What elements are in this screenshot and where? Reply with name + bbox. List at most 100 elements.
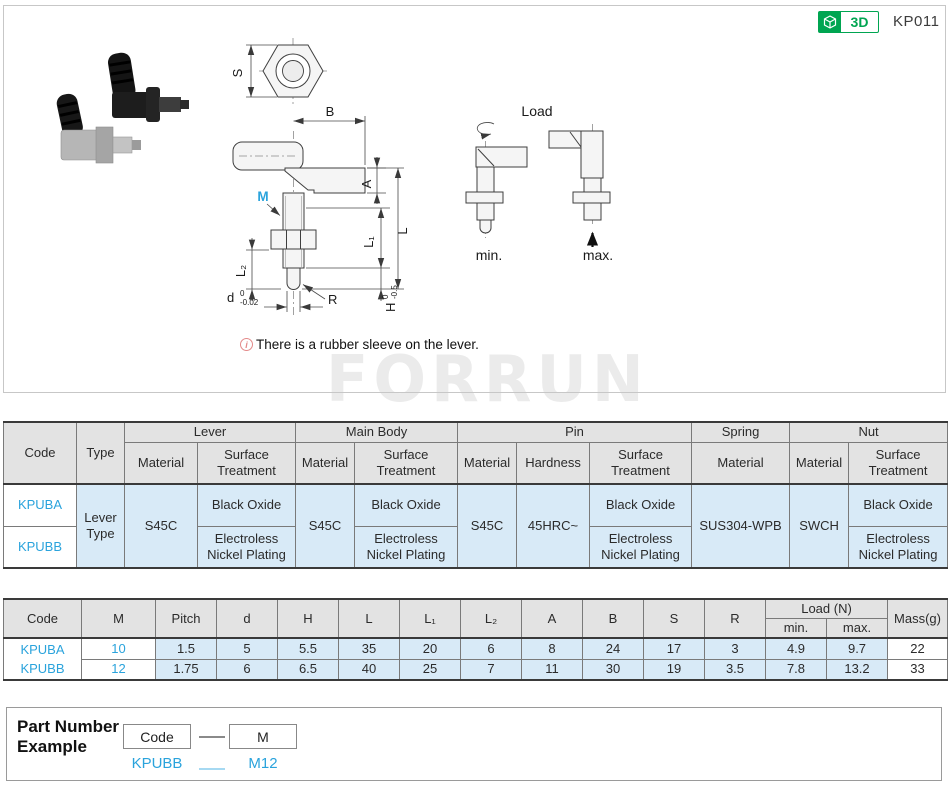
dim-d-1: 5 xyxy=(216,637,278,660)
dim-l-2: 40 xyxy=(338,658,400,681)
side-view: B A L L₁ H 0 -0.5 L₂ M xyxy=(227,104,410,316)
page-part-code: KP011 xyxy=(893,13,940,30)
dim-header-load-min: min. xyxy=(765,617,827,639)
dim-label-b: B xyxy=(326,104,335,119)
dim-m-12: 12 xyxy=(81,658,156,681)
dim-header-l: L xyxy=(338,598,400,639)
dim-mass-1: 22 xyxy=(887,637,949,660)
part-number-code-box: Code xyxy=(123,724,191,749)
dim-code-cell: KPUBA KPUBB xyxy=(3,637,82,681)
dim-l2-1: 6 xyxy=(460,637,522,660)
view-3d-badge[interactable]: 3D xyxy=(818,11,879,33)
dim-a-1: 8 xyxy=(521,637,583,660)
dim-row-1: KPUBA KPUBB 10 1.5 5 5.5 35 20 6 8 24 17… xyxy=(3,637,949,681)
dim-header-pitch: Pitch xyxy=(155,598,217,639)
spec-group-lever: Lever xyxy=(124,421,296,443)
dim-header-load: Load (N) xyxy=(764,598,889,619)
spec-pin-material: S45C xyxy=(457,483,518,569)
dim-header-l2: L₂ xyxy=(460,598,522,639)
dim-header-r: R xyxy=(704,598,766,639)
dim-header-mass: Mass(g) xyxy=(887,598,949,639)
spec-row-kpubb: KPUBB Electroless Nickel Plating Electro… xyxy=(3,525,949,569)
part-number-example-title: Part Number Example xyxy=(17,717,120,756)
dim-header-l1: L₁ xyxy=(399,598,461,639)
dim-label-s: S xyxy=(230,68,245,77)
spec-subheader-nut-surface: Surface Treatment xyxy=(848,441,949,485)
dim-r-1: 3 xyxy=(704,637,766,660)
dim-h-2: 6.5 xyxy=(277,658,339,681)
dim-pitch-2: 1.75 xyxy=(155,658,217,681)
dash-line-blue xyxy=(199,768,225,770)
spec-subheader-nut-material: Material xyxy=(789,441,850,485)
dim-b-2: 30 xyxy=(582,658,644,681)
spec-group-nut: Nut xyxy=(789,421,949,443)
dim-r-2: 3.5 xyxy=(704,658,766,681)
note: i There is a rubber sleeve on the lever. xyxy=(240,337,479,352)
product-photo-black-plunger xyxy=(107,52,189,122)
badge-3d-label: 3D xyxy=(850,14,869,30)
product-photo-steel-plunger xyxy=(56,93,141,164)
dim-mass-2: 33 xyxy=(887,658,949,681)
part-number-example-section: Part Number Example Code M KPUBB M12 xyxy=(6,707,942,781)
spec-subheader-pin-material: Material xyxy=(457,441,518,485)
spec-subheader-spring-material: Material xyxy=(691,441,791,485)
dim-header-load-max: max. xyxy=(825,617,889,639)
dim-l1-1: 20 xyxy=(399,637,461,660)
dim-header-a: A xyxy=(521,598,583,639)
dim-d-2: 6 xyxy=(216,658,278,681)
load-diagram: Load min. max. xyxy=(465,103,613,263)
dim-b-1: 24 xyxy=(582,637,644,660)
spec-subheader-pin-hardness: Hardness xyxy=(516,441,591,485)
dim-load-min-1: 4.9 xyxy=(765,637,827,660)
spec-lever-material: S45C xyxy=(124,483,198,569)
dim-tol-h-lower: -0.5 xyxy=(390,285,399,299)
dim-s-2: 19 xyxy=(643,658,705,681)
dim-header-m: M xyxy=(81,598,156,639)
dim-m-10: 10 xyxy=(81,637,156,660)
info-icon: i xyxy=(240,338,253,351)
dim-code-kpubb: KPUBB xyxy=(20,661,65,676)
dim-tol-d-lower: -0.02 xyxy=(240,298,259,307)
dim-label-d: d xyxy=(227,290,234,305)
spec-subheader-pin-surface: Surface Treatment xyxy=(589,441,693,485)
dim-header-code: Code xyxy=(3,598,82,639)
load-min-figure: min. xyxy=(465,122,528,263)
spec-nut-surface-b: Electroless Nickel Plating xyxy=(848,525,949,569)
dim-a-2: 11 xyxy=(521,658,583,681)
dim-label-h: H xyxy=(383,303,398,312)
dim-label-a: A xyxy=(359,179,374,188)
technical-drawing: S B A L L₁ xyxy=(56,38,613,316)
spec-group-main-body: Main Body xyxy=(294,421,459,443)
part-number-example-m: M12 xyxy=(248,755,278,772)
dim-label-l1: L₁ xyxy=(361,236,376,248)
dim-header-d: d xyxy=(216,598,278,639)
dim-label-l2: L₂ xyxy=(233,265,248,277)
load-max-figure: max. xyxy=(548,124,613,263)
spec-body-material: S45C xyxy=(295,483,355,569)
spec-body-surface-b: Electroless Nickel Plating xyxy=(353,525,459,569)
watermark-logo: FORRUN xyxy=(326,340,649,417)
dim-load-min-2: 7.8 xyxy=(765,658,827,681)
spec-subheader-lever-material: Material xyxy=(124,441,198,485)
dim-l1-2: 25 xyxy=(399,658,461,681)
spec-body-surface-a: Black Oxide xyxy=(353,483,459,527)
spec-pin-hardness: 45HRC~ xyxy=(516,483,591,569)
dim-load-max-1: 9.7 xyxy=(825,637,889,660)
spec-pin-surface-a: Black Oxide xyxy=(589,483,693,527)
spec-subheader-body-surface: Surface Treatment xyxy=(353,441,459,485)
dim-header-h: H xyxy=(277,598,339,639)
spec-header-type: Type xyxy=(76,421,125,485)
spec-code-kpuba: KPUBA xyxy=(3,483,77,527)
dim-tol-d-upper: 0 xyxy=(240,289,245,298)
spec-spring-material: SUS304-WPB xyxy=(691,483,791,569)
hex-top-view: S xyxy=(230,38,327,104)
load-min-label: min. xyxy=(476,247,502,263)
load-title: Load xyxy=(521,103,552,119)
spec-nut-material: SWCH xyxy=(789,483,850,569)
dimension-table: Code M Pitch d H L L₁ L₂ A B S R Load (N… xyxy=(3,598,949,681)
dim-tol-h-upper: 0 xyxy=(381,294,390,299)
spec-code-kpubb: KPUBB xyxy=(3,525,77,569)
dim-header-s: S xyxy=(643,598,705,639)
dim-h-1: 5.5 xyxy=(277,637,339,660)
dim-s-1: 17 xyxy=(643,637,705,660)
